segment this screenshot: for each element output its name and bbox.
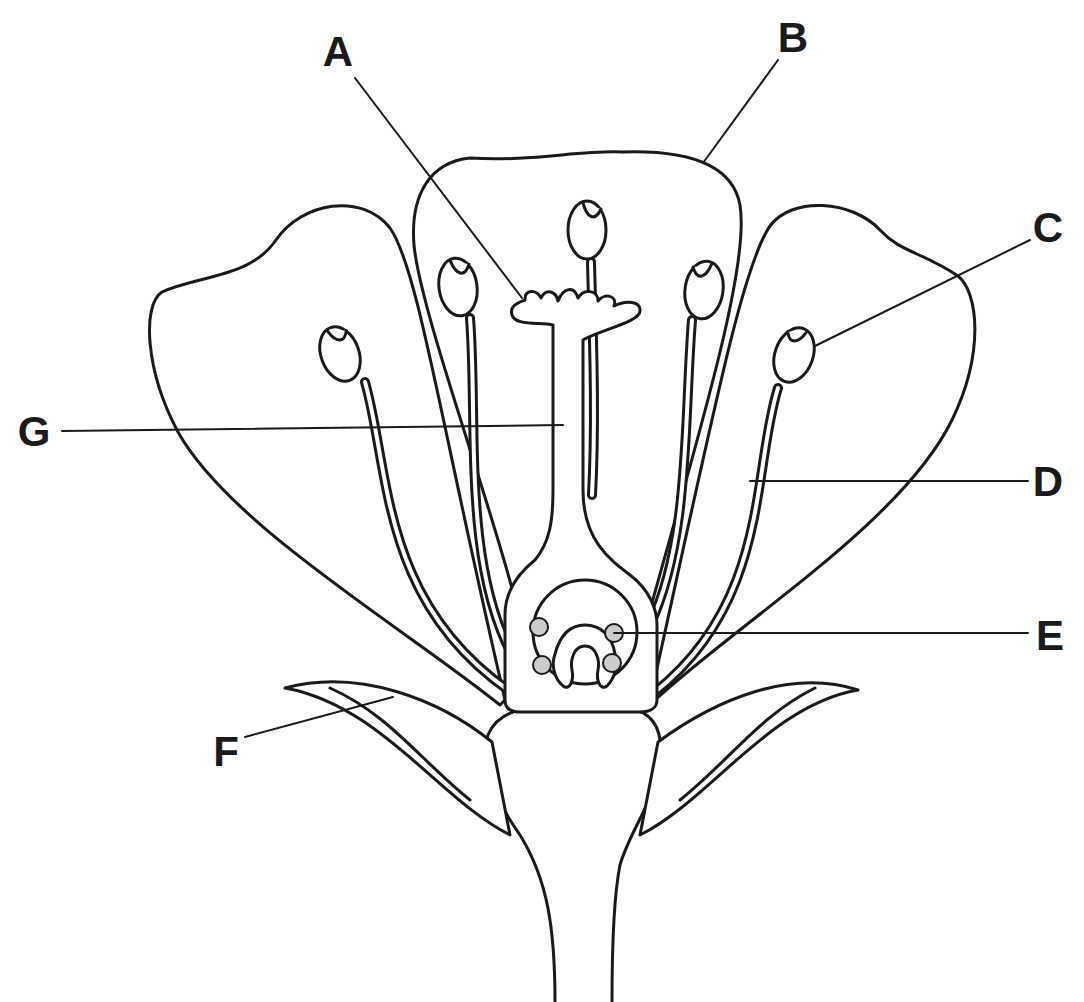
- part-letter: A: [323, 31, 353, 73]
- part-letter: F: [213, 731, 239, 773]
- part-letter: B: [778, 17, 808, 59]
- petal: [149, 206, 505, 705]
- sepal: [285, 682, 510, 835]
- petal: [650, 205, 975, 700]
- pistil: [505, 290, 657, 712]
- part-letter: C: [1033, 207, 1063, 249]
- ovule: [530, 618, 623, 674]
- part-letter: G: [18, 411, 51, 453]
- stem: [486, 708, 661, 1002]
- part-letter: E: [1036, 615, 1064, 657]
- sepal: [680, 688, 815, 800]
- leader-line: [62, 60, 1030, 737]
- sepal: [330, 688, 470, 800]
- part-letter: D: [1033, 461, 1063, 503]
- sepal: [640, 683, 858, 835]
